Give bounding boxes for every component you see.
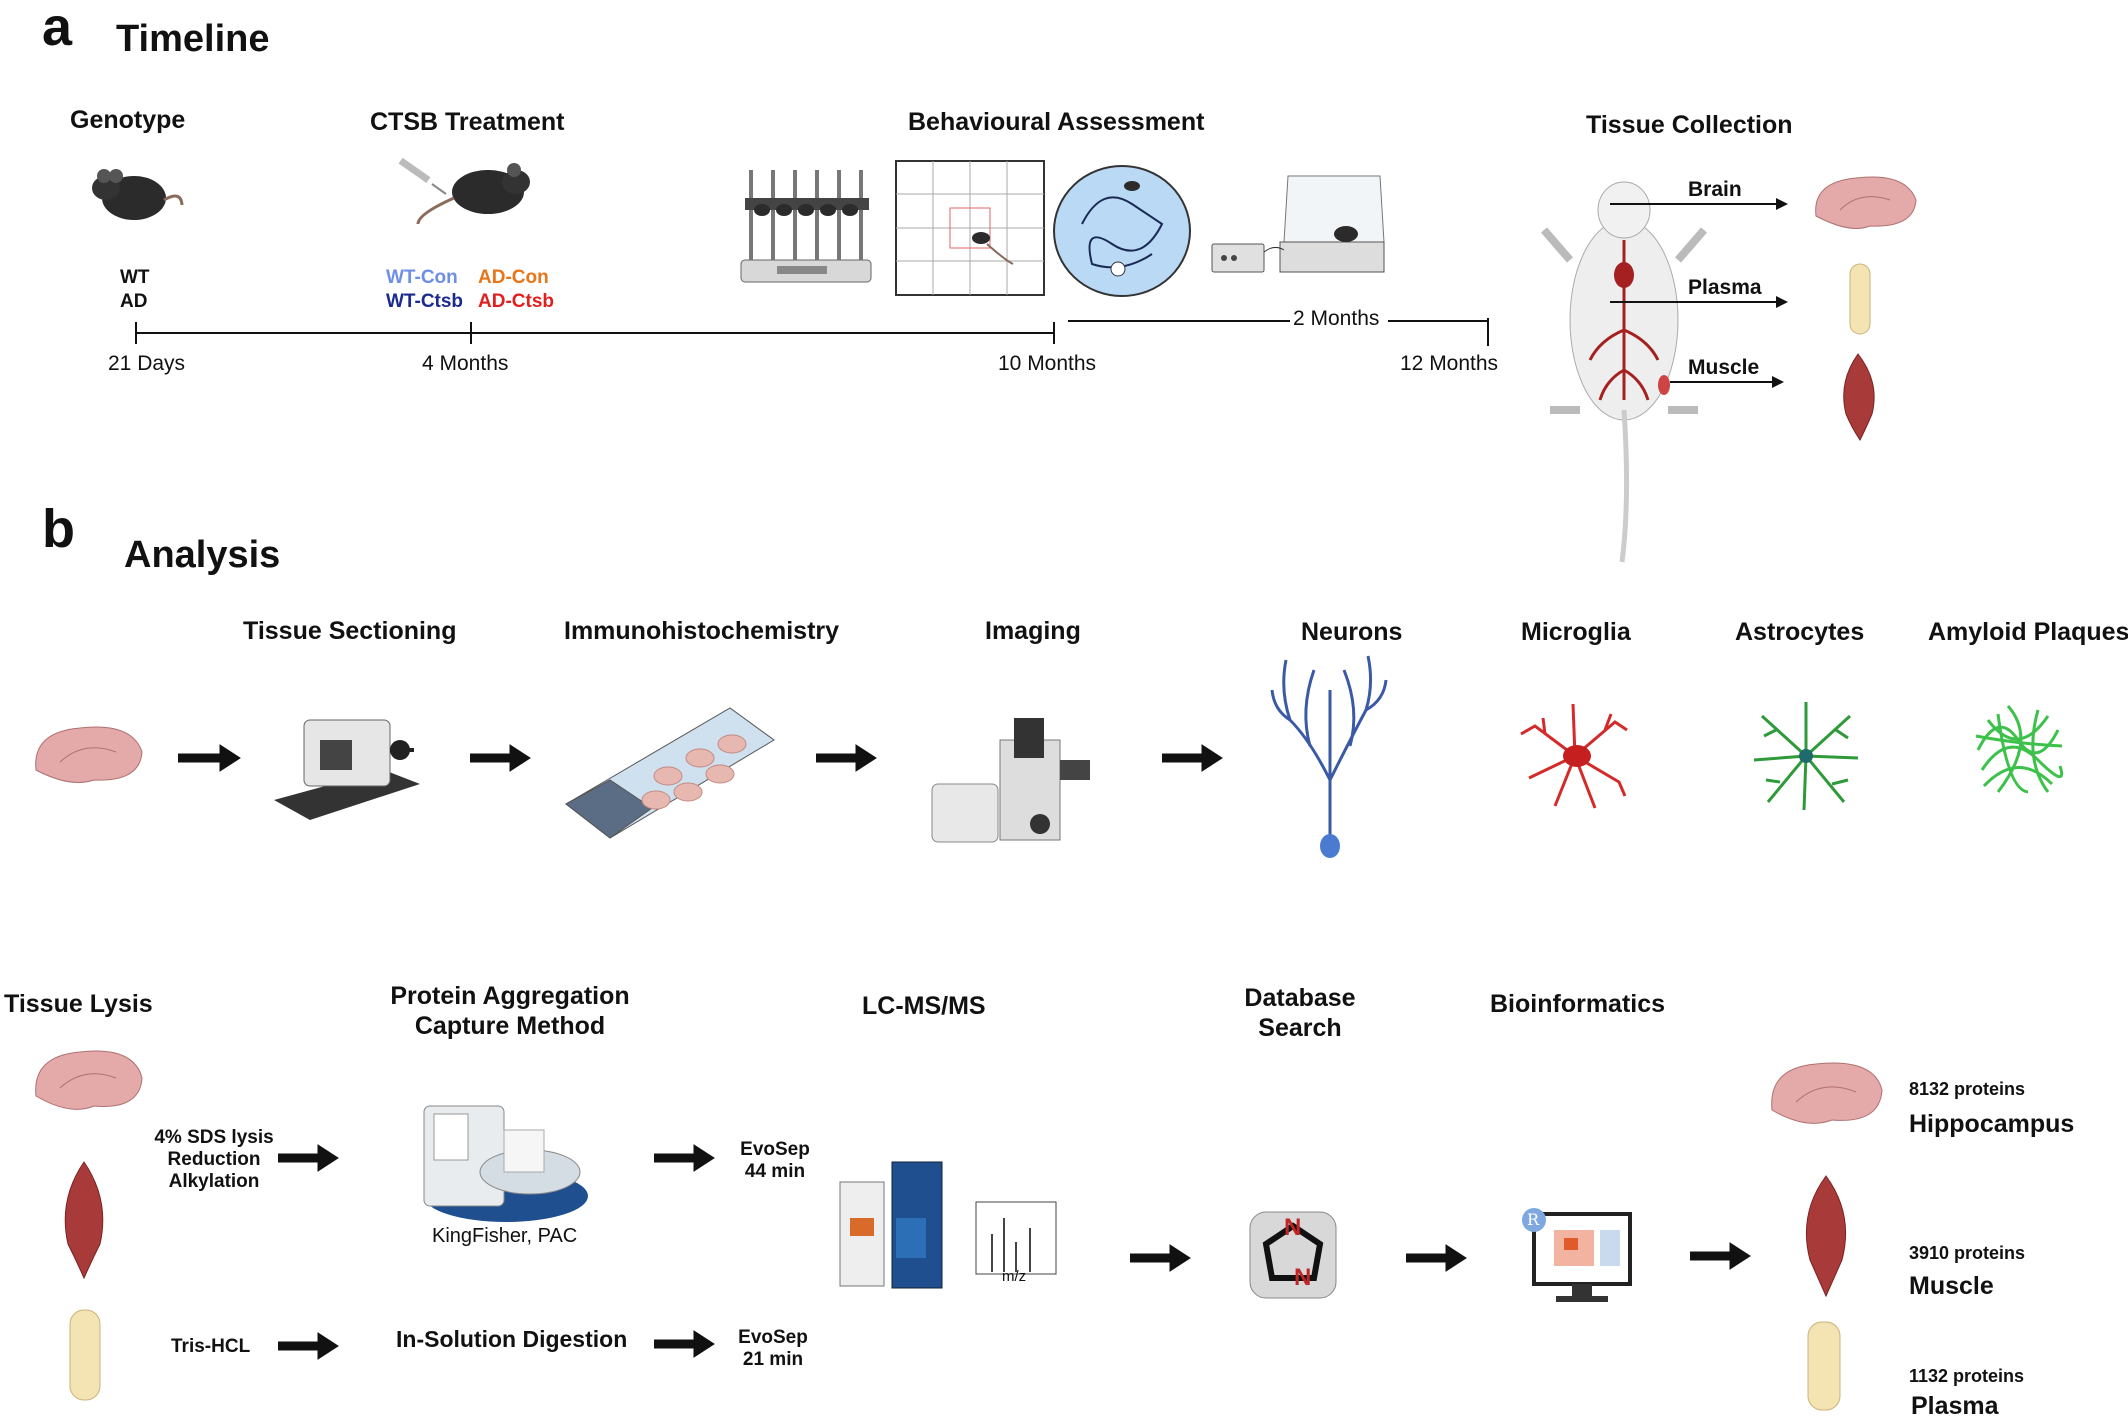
confocal-microscope-icon [931,718,1090,843]
evosep-21-line2: 21 min [742,1349,804,1370]
result-tissue-plasma: Plasma [1911,1392,1999,1420]
step-tissue-lysis: Tissue Lysis [4,990,153,1018]
tick-10-months: 10 Months [998,352,1097,375]
brain-icon [1815,176,1917,229]
panel-b-letter: b [42,499,75,559]
genotype-wt: WT [120,267,150,288]
stain-astrocytes: Astrocytes [1735,618,1865,646]
stage-behaviour: Behavioural Assessment [908,108,1205,136]
panel-a-letter: a [42,0,73,57]
plasma-sample-icon [69,1309,101,1401]
rotarod-icon [740,170,872,283]
kingfisher-label: KingFisher, PAC [432,1225,578,1247]
fear-conditioning-icon [1211,175,1385,273]
lysis-step-sds: 4% SDS lysis [154,1127,274,1148]
result-plasma-icon [1807,1321,1841,1411]
stage-genotype: Genotype [70,106,186,134]
db-title-line2: Search [1258,1014,1342,1042]
tissue-muscle-label: Muscle [1688,356,1760,379]
result-muscle-icon [1805,1175,1847,1298]
microtome-icon [274,719,420,820]
open-field-icon [895,160,1045,296]
stain-microglia: Microglia [1521,618,1631,646]
amyloid-plaque-icon [1975,705,2064,794]
lysis-step-alkylation: Alkylation [168,1171,260,1192]
database-search-icon [1249,1211,1337,1299]
imidazole-n1: N [1284,1214,1302,1241]
evosep-44-line2: 44 min [744,1161,806,1182]
group-ad-ctsb: AD-Ctsb [478,291,554,312]
imidazole-n2: N [1294,1264,1312,1291]
brain-section-icon [35,726,143,783]
span-2-months: 2 Months [1293,307,1380,330]
stage-tissue-collection: Tissue Collection [1586,111,1793,139]
tick-21-days: 21 Days [108,352,186,375]
evosep-21-line1: EvoSep [738,1327,808,1348]
stain-amyloid-plaques: Amyloid Plaques [1928,618,2128,646]
bioinformatics-monitor-icon [1522,1208,1632,1302]
step-tissue-sectioning: Tissue Sectioning [243,617,457,645]
syringe-mouse-icon [398,157,530,225]
result-count-plasma: 1132 proteins [1909,1366,2025,1386]
result-count-muscle: 3910 proteins [1909,1243,2026,1263]
timeline-axis [135,318,1489,346]
tissue-arrows [1610,198,1788,388]
panel-b-title: Analysis [124,534,281,576]
stage-treatment: CTSB Treatment [370,108,565,136]
pac-title-line1: Protein Aggregation [390,982,630,1010]
group-wt-con: WT-Con [386,267,458,288]
muscle-icon [1843,353,1875,441]
tick-12-months: 12 Months [1400,352,1499,375]
result-tissue-muscle: Muscle [1909,1272,1994,1300]
neuron-icon [1270,655,1388,858]
mouse-icon [92,169,184,220]
tissue-brain-label: Brain [1688,178,1742,201]
step-imaging: Imaging [985,617,1081,645]
microscope-slide-icon [565,707,775,839]
result-tissue-hippocampus: Hippocampus [1909,1110,2075,1138]
hippocampus-icon [35,1050,143,1110]
mz-axis-label: m/z [1002,1268,1027,1285]
stain-neurons: Neurons [1301,618,1403,646]
r-logo-label: R [1527,1210,1540,1229]
evosep-44-line1: EvoSep [740,1139,810,1160]
group-wt-ctsb: WT-Ctsb [386,291,464,312]
tris-hcl-label: Tris-HCL [171,1336,251,1357]
water-maze-icon [1053,165,1191,297]
panel-a-title: Timeline [116,18,270,60]
tissue-plasma-label: Plasma [1688,276,1762,299]
step-lcms: LC-MS/MS [862,992,986,1020]
lysis-step-reduction: Reduction [167,1149,261,1170]
step-bioinformatics: Bioinformatics [1490,990,1666,1018]
in-solution-digestion: In-Solution Digestion [396,1326,628,1352]
astrocyte-icon [1753,702,1859,811]
kingfisher-instrument-icon [423,1105,588,1222]
genotype-ad: AD [120,291,148,312]
microglia-icon [1520,703,1628,809]
result-count-hippocampus: 8132 proteins [1909,1079,2026,1099]
dissected-mouse-icon [1540,181,1708,563]
db-title-line1: Database [1244,984,1356,1012]
tick-4-months: 4 Months [422,352,509,375]
result-hippocampus-icon [1771,1062,1883,1124]
plasma-tube-icon [1849,263,1871,335]
mass-spectrometer-icon [839,1161,1057,1289]
muscle-tissue-icon [64,1161,104,1280]
group-ad-con: AD-Con [478,267,549,288]
step-immunohistochemistry: Immunohistochemistry [564,617,840,645]
pac-title-line2: Capture Method [414,1012,606,1040]
